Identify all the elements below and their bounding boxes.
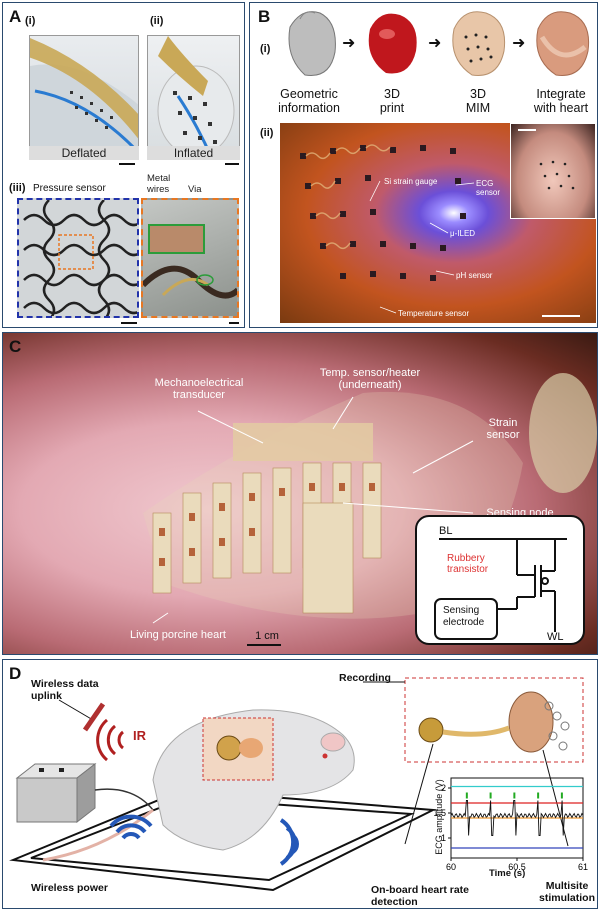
multisite-stimulation-label: Multisite stimulation bbox=[539, 880, 596, 904]
step-label-3d-mim-text: 3D MIM bbox=[465, 87, 491, 115]
strain-sensor-label: Strain sensor bbox=[473, 417, 533, 441]
ecg-xtick-label-2: 61 bbox=[578, 862, 588, 872]
sensing-electrode-label: Sensing electrode bbox=[443, 605, 485, 628]
heart-inset-photo bbox=[510, 123, 596, 219]
ecg-ytick-label-0: 1 bbox=[441, 833, 446, 843]
ecg-trace-line bbox=[450, 800, 584, 836]
serpentine-mesh-graphic bbox=[23, 200, 137, 316]
panel-a-ii-label: (ii) bbox=[150, 15, 164, 27]
ecg-xtick-label-1: 60.5 bbox=[508, 862, 526, 872]
interconnect-graphic bbox=[143, 224, 237, 299]
circuit-graphic bbox=[434, 538, 567, 640]
ph-sensor-label: pH sensor bbox=[456, 271, 493, 280]
sensor-pointer-lines bbox=[369, 180, 475, 314]
rubbery-transistor-label: Rubbery transistor bbox=[447, 553, 489, 575]
mechanoelectrical-label: Mechanoelectrical transducer bbox=[129, 377, 269, 401]
panel-d: D Wireless data uplink bbox=[2, 659, 598, 909]
scale-bar-mesh bbox=[121, 322, 137, 324]
recording-label: Recording bbox=[339, 672, 391, 684]
panel-b: B (i) ➜ ➜ ➜ Geometric information 3D pri… bbox=[249, 2, 598, 328]
ecg-ytick-label-1: 1.5 bbox=[433, 808, 446, 818]
step-arrow-3: ➜ bbox=[512, 35, 526, 52]
via-label: Via bbox=[188, 184, 202, 195]
wireless-uplink-label: Wireless data uplink bbox=[31, 678, 99, 702]
step-label-3d-print: 3D print bbox=[362, 87, 422, 115]
ecg-ytick-label-2: 2 bbox=[441, 783, 446, 793]
pressure-sensor-mesh-photo bbox=[17, 198, 139, 318]
zoomed-interconnect-photo bbox=[141, 198, 239, 318]
scale-bar-deflated bbox=[119, 163, 135, 165]
sensor-array-graphic bbox=[300, 144, 466, 281]
ecg-sensor-label: ECG sensor bbox=[476, 179, 501, 197]
scale-bar-inset bbox=[518, 129, 536, 131]
deflated-balloon-photo bbox=[29, 35, 139, 160]
panel-a-i-label: (i) bbox=[25, 15, 36, 27]
wireless-power-label: Wireless power bbox=[31, 882, 108, 894]
step-label-3d-mim: 3D MIM bbox=[448, 87, 508, 115]
step-arrow-2: ➜ bbox=[428, 35, 442, 52]
ecg-plot-area: 60 60.5 61 1 1.5 2 bbox=[433, 777, 588, 872]
deflated-balloon-graphic bbox=[30, 38, 138, 159]
panel-c: C Mechanoelectrical transducer Temp. sen… bbox=[2, 332, 598, 655]
step-geometric-graphic bbox=[288, 11, 336, 77]
rat-setup-graphic bbox=[9, 677, 584, 892]
scale-1cm-label: 1 cm bbox=[255, 630, 279, 642]
ir-label: IR bbox=[133, 728, 146, 743]
heart-sensor-array-photo: Si strain gauge ECG sensor μ-ILED pH sen… bbox=[280, 123, 596, 323]
panel-a: A (i) (ii) Deflated Infla bbox=[2, 2, 245, 328]
panel-b-i-label: (i) bbox=[260, 43, 271, 55]
wl-label: WL bbox=[547, 631, 564, 643]
scale-bar-b bbox=[542, 315, 580, 317]
metal-wires-label: Metal wires bbox=[147, 173, 171, 195]
strain-sensor-text: Strain sensor bbox=[486, 417, 520, 441]
mechanoelectrical-text: Mechanoelectrical transducer bbox=[154, 377, 244, 401]
inflated-caption: Inflated bbox=[147, 146, 240, 160]
panel-a-label: A bbox=[9, 7, 22, 26]
temperature-sensor-label: Temperature sensor bbox=[398, 309, 470, 318]
step-label-3d-print-text: 3D print bbox=[379, 87, 405, 115]
step-3d-mim-graphic bbox=[452, 11, 506, 76]
step-label-integrate: Integrate with heart bbox=[526, 87, 596, 115]
inflated-balloon-photo bbox=[147, 35, 240, 160]
step-label-geometric: Geometric information bbox=[264, 87, 354, 115]
onboard-detection-label: On-board heart rate detection bbox=[371, 884, 470, 908]
circuit-schematic-inset: BL WL Rubbery transistor Sensing electro… bbox=[415, 515, 585, 645]
ecg-xlabel: Time (s) bbox=[489, 868, 526, 879]
step-arrow-1: ➜ bbox=[342, 35, 356, 52]
temp-sensor-heater-label: Temp. sensor/heater (underneath) bbox=[295, 367, 445, 391]
bl-label: BL bbox=[439, 525, 453, 537]
living-heart-label: Living porcine heart bbox=[129, 629, 226, 641]
step-label-geometric-text: Geometric information bbox=[278, 87, 340, 115]
step-label-integrate-text: Integrate with heart bbox=[533, 87, 589, 115]
panel-a-iii-label: (iii) bbox=[9, 182, 26, 194]
panel-d-label: D bbox=[9, 664, 22, 683]
scale-bar-zoom bbox=[229, 322, 239, 324]
deflated-caption: Deflated bbox=[29, 146, 139, 160]
step-integrate-graphic bbox=[536, 11, 590, 76]
ecg-xtick-label-0: 60 bbox=[446, 862, 456, 872]
panel-b-ii-label: (ii) bbox=[260, 127, 274, 139]
panel-b-label: B bbox=[258, 7, 271, 26]
inset-dots-graphic bbox=[539, 160, 575, 190]
panel-c-label: C bbox=[9, 337, 22, 356]
scale-bar-inflated bbox=[225, 163, 239, 165]
inflated-balloon-graphic bbox=[157, 36, 235, 159]
temp-sensor-heater-text: Temp. sensor/heater (underneath) bbox=[319, 367, 421, 391]
si-strain-gauge-label: Si strain gauge bbox=[384, 177, 438, 186]
step-3d-print-graphic bbox=[368, 13, 417, 74]
pressure-sensor-label: Pressure sensor bbox=[33, 183, 106, 194]
uiled-label: μ-ILED bbox=[450, 229, 476, 238]
scale-bar-c bbox=[247, 644, 281, 646]
